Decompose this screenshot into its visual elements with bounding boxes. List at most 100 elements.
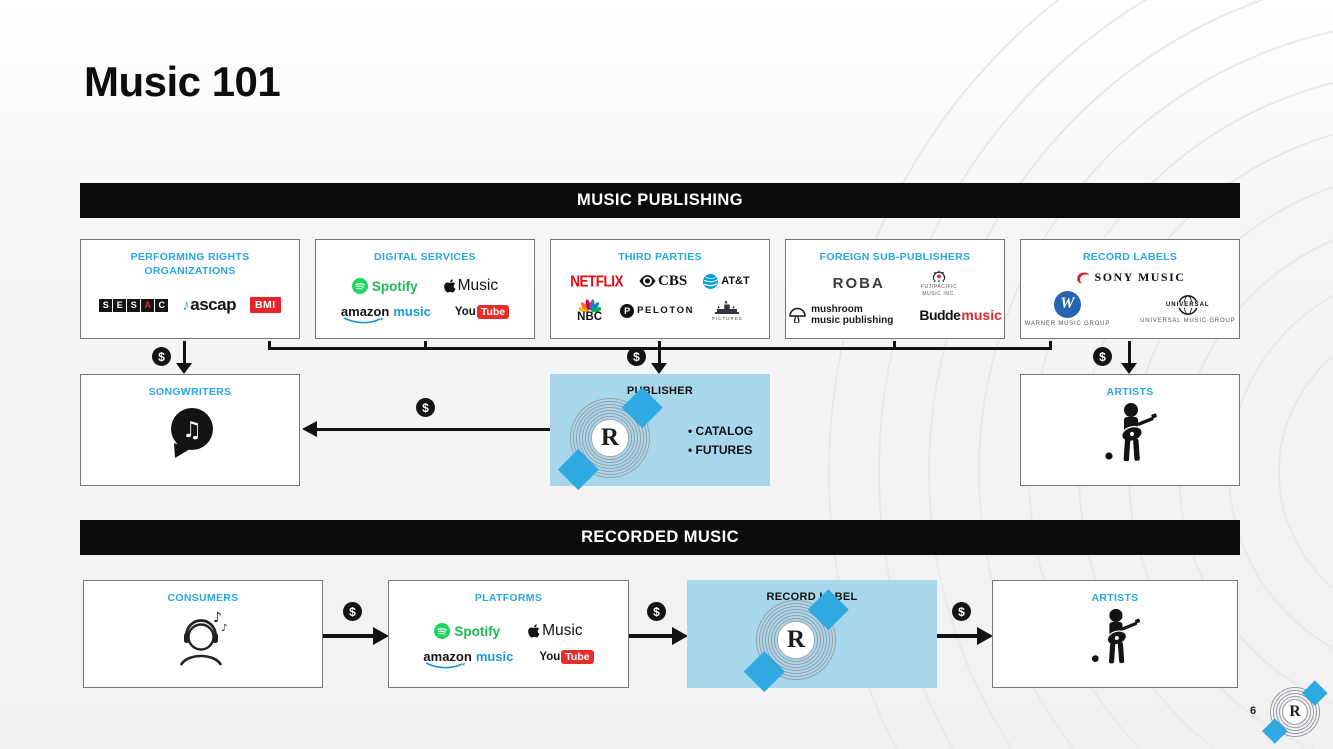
footer-brand-logo: R (1262, 680, 1328, 744)
money-icon-consumers: $ (343, 602, 362, 621)
warner-music-logo: W WARNER MUSIC GROUP (1025, 290, 1111, 327)
peloton-logo: P PELOTON (620, 303, 694, 318)
artist-guitarist-icon (1091, 609, 1141, 664)
connector-bus-to-publisher (658, 347, 661, 364)
foreign-sub-publishers-box: FOREIGN SUB-PUBLISHERS ROBA FUJIPACIFIC … (785, 239, 1005, 339)
spotify-icon (434, 623, 451, 640)
ascap-note-icon: ♪ (182, 296, 190, 314)
apple-icon (443, 279, 456, 293)
connector-pros-to-songwriters (183, 341, 186, 364)
money-icon-artists: $ (1093, 347, 1112, 366)
nbc-peacock-icon (578, 299, 601, 312)
artists-title-publishing: ARTISTS (1106, 386, 1154, 398)
arrowhead-songwriters (176, 363, 192, 374)
r-mark: R (778, 622, 814, 658)
sony-swoosh-icon (1076, 272, 1089, 283)
disney-logo: PICTURES (712, 299, 743, 322)
digital-services-title: DIGITAL SERVICES (374, 251, 476, 263)
peloton-icon: P (620, 303, 635, 318)
songwriters-title: SONGWRITERS (148, 386, 232, 398)
fujipacific-logo: FUJIPACIFIC MUSIC INC. (921, 270, 958, 297)
digital-services-logos: Spotify Music amazon music (316, 264, 534, 338)
songwriter-icon: ♫ (171, 408, 213, 459)
apple-music-logo: Music (528, 622, 583, 640)
record-labels-box: RECORD LABELS SONY MUSIC W WARNER MUSIC … (1020, 239, 1240, 339)
arrowhead-artists-recorded (977, 627, 993, 645)
record-labels-logos: SONY MUSIC W WARNER MUSIC GROUP UNIVERSA… (1021, 264, 1239, 338)
consumers-title: CONSUMERS (167, 592, 239, 604)
money-icon-songwriters: $ (152, 347, 171, 366)
page-title: Music 101 (84, 58, 281, 105)
music-publishing-banner: MUSIC PUBLISHING (80, 183, 1240, 218)
publisher-box: PUBLISHER R CATALOG FUTURES (550, 374, 770, 490)
bmi-logo: BMI (249, 297, 281, 314)
r-mark: R (592, 420, 628, 456)
stub-digital-services (424, 341, 427, 350)
publisher-r-logo: R (557, 386, 663, 490)
amazon-smile-icon (343, 317, 383, 324)
artists-box-publishing: ARTISTS (1020, 374, 1240, 486)
artists-box-recorded: ARTISTS (992, 580, 1238, 688)
connector-consumers-to-platforms (323, 634, 375, 638)
warner-w-icon: W (1053, 290, 1081, 318)
amazon-music-logo: amazon music (423, 649, 513, 669)
roba-logo: ROBA (832, 275, 885, 293)
connector-label-to-artists (937, 634, 979, 638)
platforms-title: PLATFORMS (474, 592, 543, 604)
bullet-catalog: CATALOG (688, 424, 754, 438)
stub-foreign-sub-publishers (893, 341, 896, 350)
sony-music-logo: SONY MUSIC (1075, 270, 1186, 285)
bullet-futures: FUTURES (688, 443, 753, 457)
svg-text:♪: ♪ (213, 610, 222, 626)
ascap-logo: ♪ ascap (182, 295, 236, 315)
money-icon-publisher-to-songwriters: $ (416, 398, 435, 417)
money-icon-platforms: $ (647, 602, 666, 621)
arrowhead-platforms (373, 627, 389, 645)
att-globe-icon (703, 273, 719, 289)
nbc-logo: NBC (577, 298, 602, 324)
consumer-listener-icon: ♪ ♪ (179, 610, 227, 666)
recorded-music-banner-label: RECORDED MUSIC (581, 528, 739, 546)
record-label-r-logo: R (743, 588, 849, 692)
third-parties-box: THIRD PARTIES NETFLIX CBS AT&T (550, 239, 770, 339)
svg-text:♫: ♫ (182, 418, 202, 443)
netflix-logo: NETFLIX (570, 272, 624, 290)
mushroom-icon (789, 307, 806, 324)
stub-third-parties (658, 341, 661, 350)
arrowhead-record-label (672, 627, 688, 645)
arrowhead-publisher (651, 363, 667, 374)
third-parties-logos: NETFLIX CBS AT&T NBC (551, 264, 769, 338)
apple-icon (528, 624, 540, 638)
foreign-sub-publishers-title: FOREIGN SUB-PUBLISHERS (819, 251, 971, 263)
digital-services-box: DIGITAL SERVICES Spotify Music amazon (315, 239, 535, 339)
artists-title-recorded: ARTISTS (1091, 592, 1139, 604)
spotify-logo: Spotify (434, 623, 500, 640)
connector-platforms-to-label (629, 634, 674, 638)
att-logo: AT&T (703, 273, 750, 289)
arrowhead-to-songwriters (302, 421, 317, 437)
platforms-box: PLATFORMS Spotify Music amazon (388, 580, 629, 688)
stub-record-labels (1049, 341, 1052, 350)
amazon-music-logo: amazon music (341, 304, 431, 324)
songwriters-box: SONGWRITERS ♫ (80, 374, 300, 486)
record-labels-title: RECORD LABELS (1082, 251, 1178, 263)
third-parties-title: THIRD PARTIES (618, 251, 702, 263)
fujipacific-icon (933, 270, 946, 283)
publisher-bullets: CATALOG FUTURES (688, 424, 754, 462)
money-icon-publisher: $ (627, 347, 646, 366)
connector-publisher-to-songwriters (317, 428, 550, 431)
consumers-box: CONSUMERS ♪ ♪ (83, 580, 323, 688)
page-number: 6 (1250, 705, 1257, 717)
money-icon-record-label: $ (952, 602, 971, 621)
apple-music-logo: Music (443, 277, 498, 295)
cbs-eye-icon (639, 275, 656, 288)
amazon-smile-icon (426, 662, 466, 669)
